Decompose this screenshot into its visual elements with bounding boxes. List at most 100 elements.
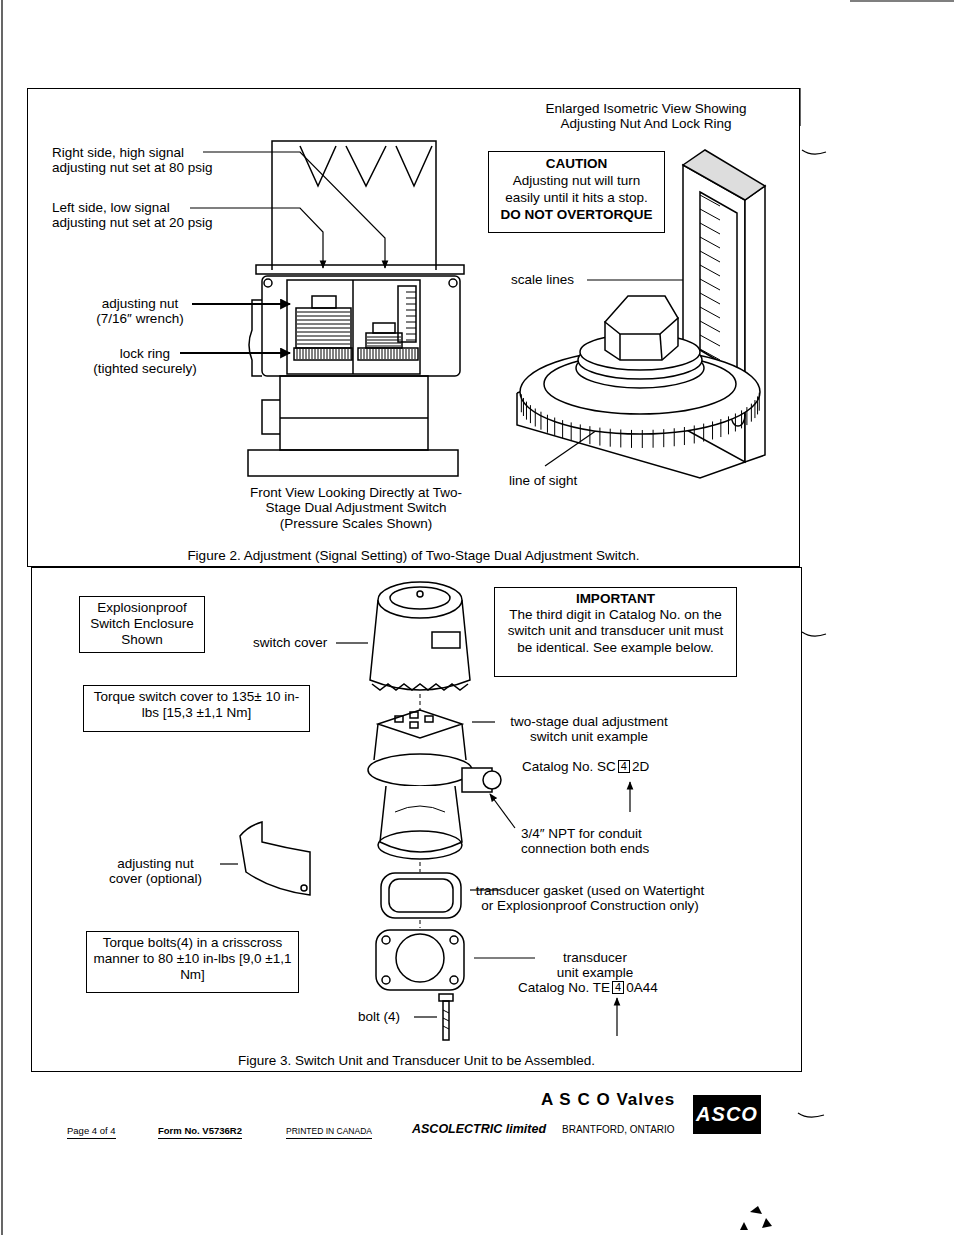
hatch-line xyxy=(376,349,377,359)
hatch-line xyxy=(300,349,301,359)
company-address: BRANTFORD, ONTARIO xyxy=(562,1124,675,1135)
hatch-line xyxy=(367,337,401,338)
hatch-line xyxy=(684,427,685,445)
hatch-line xyxy=(351,349,352,359)
hatch-line xyxy=(382,349,383,359)
recycle-symbol xyxy=(740,1206,772,1230)
caution-box: CAUTIONAdjusting nut will turn easily un… xyxy=(488,151,665,233)
hatch-line xyxy=(297,320,350,321)
hatch-line xyxy=(394,349,395,359)
box-text: Torque bolts(4) in a crisscross manner t… xyxy=(92,935,293,984)
hatch-line xyxy=(315,349,316,359)
hatch-line xyxy=(403,349,404,359)
hatch-line xyxy=(547,415,548,433)
part-name: transducer unit example xyxy=(540,950,650,981)
hatch-line xyxy=(700,321,720,332)
hatch-line xyxy=(700,293,720,304)
figure-frame: Figure 3. Switch Unit and Transducer Uni… xyxy=(31,567,802,1072)
catalog-number: Catalog No. TE xyxy=(518,980,610,995)
part-name: adjusting nut (7/16″ wrench) xyxy=(84,296,196,327)
part-name: 3/4″ NPT for conduit connection both end… xyxy=(521,826,671,857)
part-name: adjusting nut cover (optional) xyxy=(88,856,223,887)
hatch-line xyxy=(700,209,720,220)
catalog-digit: 4 xyxy=(618,760,630,773)
hatch-line xyxy=(406,328,416,329)
hatch-line xyxy=(397,349,398,359)
part-name: transducer gasket (used on Watertight or… xyxy=(470,883,710,914)
hatch-line xyxy=(700,265,720,276)
hatch-line xyxy=(339,349,340,359)
hatch-line xyxy=(297,336,350,337)
hatch-line xyxy=(321,349,322,359)
hatch-line xyxy=(694,425,695,443)
hatch-line xyxy=(530,405,531,423)
print-note: PRINTED IN CANADA xyxy=(286,1127,372,1139)
hatch-line xyxy=(370,349,371,359)
part-name: switch cover xyxy=(253,635,327,650)
hatch-line xyxy=(620,429,621,447)
hatch-line xyxy=(700,251,720,262)
hatch-line xyxy=(306,349,307,359)
catalog-number: Catalog No. SC xyxy=(522,759,616,774)
box-text: The third digit in Catalog No. on the sw… xyxy=(500,607,731,656)
hatch-line xyxy=(700,307,720,318)
hatch-line xyxy=(409,349,410,359)
view-title: Enlarged Isometric View Showing Adjustin… xyxy=(528,101,764,132)
hatch-line xyxy=(674,428,675,446)
hatch-line xyxy=(700,237,720,248)
brand-name: A S C O Valves xyxy=(541,1090,675,1109)
hatch-line xyxy=(757,396,758,414)
hatch-line xyxy=(364,349,365,359)
hatch-line xyxy=(653,430,654,448)
hatch-line xyxy=(297,312,350,313)
hatch-line xyxy=(415,349,416,359)
hatch-line xyxy=(373,349,374,359)
box-text: DO NOT OVERTORQUE xyxy=(494,207,659,224)
hatch-line xyxy=(348,349,349,359)
hatch-line xyxy=(303,349,304,359)
box-text: Adjusting nut will turn easily until it … xyxy=(494,173,659,207)
hatch-line xyxy=(318,349,319,359)
part-name: scale lines xyxy=(511,272,574,287)
hatch-line xyxy=(589,426,590,444)
hatch-line xyxy=(342,349,343,359)
box-text: Figure 2. Adjustment (Signal Setting) of… xyxy=(28,548,799,563)
hatch-line xyxy=(297,349,298,359)
front-view-switch xyxy=(248,141,464,476)
hatch-line xyxy=(523,398,524,416)
hatch-line xyxy=(406,316,416,317)
hatch-line xyxy=(712,421,713,439)
hatch-line xyxy=(754,400,755,418)
hatch-line xyxy=(297,324,350,325)
part-name: two-stage dual adjustment switch unit ex… xyxy=(500,714,678,745)
hatch-line xyxy=(406,334,416,335)
hatch-line xyxy=(361,349,362,359)
hatch-line xyxy=(728,416,729,434)
hatch-line xyxy=(388,349,389,359)
callout-text: Right side, high signal adjusting nut se… xyxy=(52,145,227,176)
box-heading: CAUTION xyxy=(494,156,659,173)
hatch-line xyxy=(700,223,720,234)
company-logo: ASCO xyxy=(693,1095,761,1134)
catalog-number: 2D xyxy=(632,759,649,774)
torque-note-box: Torque bolts(4) in a crisscross manner t… xyxy=(86,931,299,993)
company-name: ASCOLECTRIC limited xyxy=(412,1122,546,1136)
page-number: Page 4 of 4 xyxy=(67,1126,116,1139)
hatch-line xyxy=(297,328,350,329)
hatch-line xyxy=(400,349,401,359)
part-name: bolt (4) xyxy=(358,1009,400,1024)
hatch-line xyxy=(297,332,350,333)
hatch-line xyxy=(406,322,416,323)
hatch-line xyxy=(330,349,331,359)
hatch-line xyxy=(391,349,392,359)
hatch-line xyxy=(521,394,522,412)
hatch-line xyxy=(700,335,720,346)
hatch-line xyxy=(406,310,416,311)
hatch-line xyxy=(297,316,350,317)
box-text: Figure 3. Switch Unit and Transducer Uni… xyxy=(32,1053,801,1068)
important-box: IMPORTANTThe third digit in Catalog No. … xyxy=(494,587,737,677)
note-box: Explosionproof Switch Enclosure Shown xyxy=(79,596,205,653)
hatch-line xyxy=(336,349,337,359)
catalog-digit: 4 xyxy=(612,981,624,994)
